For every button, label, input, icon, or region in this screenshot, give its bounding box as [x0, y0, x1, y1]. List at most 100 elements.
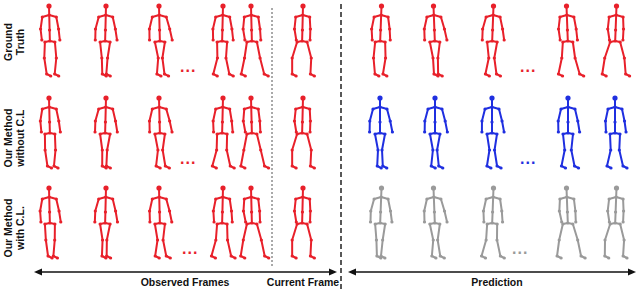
bone — [604, 240, 606, 256]
joint — [242, 27, 245, 30]
joint — [614, 39, 617, 42]
joint — [310, 238, 313, 241]
joint — [156, 238, 159, 241]
bone — [115, 29, 117, 40]
bone — [243, 211, 245, 222]
joint — [243, 56, 246, 59]
joint — [561, 132, 564, 135]
bone — [605, 224, 610, 240]
bone — [49, 122, 51, 133]
bone — [482, 109, 485, 121]
joint — [423, 130, 426, 133]
joint — [571, 40, 574, 43]
joint — [111, 197, 114, 200]
bone — [94, 29, 96, 40]
bone — [213, 199, 215, 211]
bone — [59, 211, 61, 222]
bone — [559, 29, 561, 40]
joint — [239, 164, 242, 167]
bone — [491, 122, 493, 133]
bone — [157, 58, 158, 74]
joint — [168, 209, 171, 212]
joint — [484, 197, 487, 200]
joint — [224, 56, 227, 59]
joint — [48, 210, 51, 213]
joint — [57, 74, 60, 77]
joint — [609, 148, 612, 151]
joint — [486, 222, 489, 225]
skeleton — [481, 3, 506, 77]
bone — [294, 109, 295, 121]
skeleton — [240, 3, 270, 77]
joint — [294, 197, 297, 200]
bone — [430, 224, 433, 240]
bone — [390, 121, 392, 132]
bone — [486, 224, 487, 240]
bone — [383, 224, 385, 240]
bone — [609, 134, 612, 150]
joint — [58, 38, 61, 41]
joint — [423, 209, 426, 212]
joint — [257, 107, 260, 110]
bone — [562, 42, 563, 58]
skeleton — [291, 95, 316, 169]
bone — [241, 58, 244, 74]
joint — [228, 72, 231, 75]
bone — [243, 121, 245, 132]
joint — [158, 131, 161, 134]
joint — [619, 40, 622, 43]
bone — [292, 42, 297, 58]
joint — [483, 107, 486, 110]
bone — [250, 197, 252, 212]
joint — [158, 39, 161, 42]
bone — [94, 121, 96, 132]
joint — [295, 74, 298, 77]
joint — [378, 120, 381, 123]
joint — [94, 209, 97, 212]
bone — [389, 29, 392, 40]
bone — [243, 29, 245, 40]
bone — [434, 107, 436, 122]
bone — [243, 17, 244, 29]
joint — [615, 13, 618, 16]
joint — [214, 15, 217, 18]
skeleton — [480, 185, 506, 259]
joint — [115, 38, 118, 41]
joint — [484, 15, 487, 18]
bone — [155, 42, 158, 58]
bone — [251, 122, 253, 133]
joint — [49, 74, 52, 77]
joint — [243, 166, 246, 169]
joint — [375, 238, 378, 241]
joint — [44, 238, 47, 241]
skeleton — [480, 95, 505, 169]
joint — [259, 38, 262, 41]
joint — [99, 222, 102, 225]
joint — [426, 107, 429, 110]
joint — [148, 130, 151, 133]
bone — [441, 17, 445, 29]
joint — [240, 72, 243, 75]
joint — [620, 107, 623, 110]
bone — [257, 224, 261, 240]
bone — [245, 42, 247, 58]
joint — [111, 15, 114, 18]
bone — [558, 109, 561, 121]
ellipsis: ... — [182, 240, 198, 258]
bone — [101, 58, 103, 74]
bone — [375, 240, 377, 256]
bone — [424, 199, 427, 211]
joint — [242, 209, 245, 212]
joint — [230, 254, 233, 257]
joint — [93, 130, 96, 133]
bone — [226, 134, 228, 150]
joint — [491, 210, 494, 213]
joint — [423, 27, 426, 30]
joint — [105, 166, 108, 169]
joint — [215, 148, 218, 151]
bone — [95, 199, 98, 211]
joint — [480, 130, 483, 133]
joint — [212, 72, 215, 75]
joint — [109, 222, 112, 225]
joint — [433, 131, 436, 134]
